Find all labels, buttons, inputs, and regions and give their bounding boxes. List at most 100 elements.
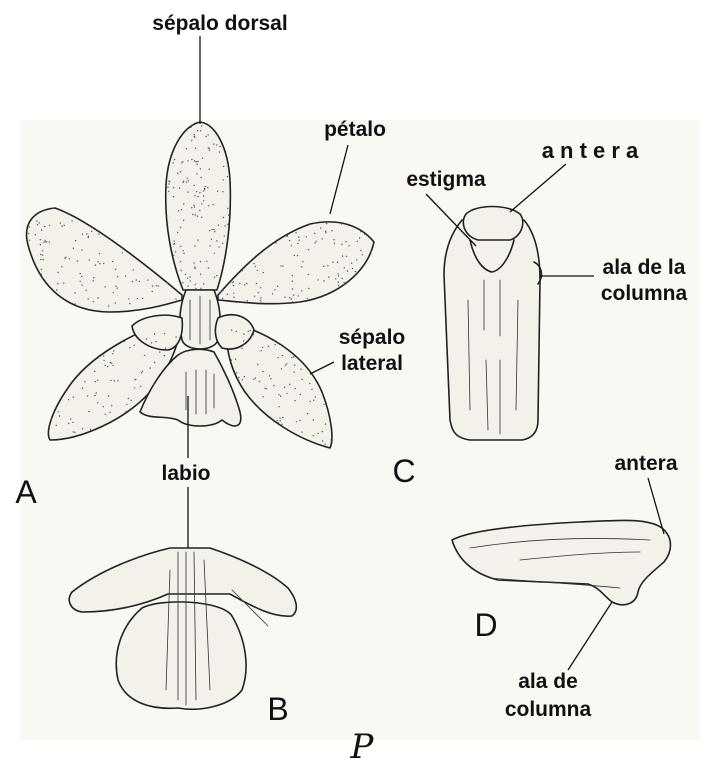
stipple-dot — [222, 298, 223, 299]
stipple-dot — [357, 241, 358, 242]
stipple-dot — [360, 250, 361, 251]
stipple-dot — [73, 431, 74, 432]
stipple-dot — [171, 157, 172, 158]
stipple-dot — [154, 362, 155, 363]
stipple-dot — [194, 160, 195, 161]
stipple-dot — [258, 292, 259, 293]
stipple-dot — [280, 395, 281, 396]
stipple-dot — [198, 196, 199, 197]
stipple-dot — [194, 195, 195, 196]
stipple-dot — [294, 364, 295, 365]
stipple-dot — [182, 161, 183, 162]
stipple-dot — [167, 282, 168, 283]
stipple-dot — [142, 371, 143, 372]
stipple-dot — [253, 263, 254, 264]
stipple-dot — [197, 239, 198, 240]
stipple-dot — [128, 298, 129, 299]
stipple-dot — [286, 393, 287, 394]
stipple-dot — [344, 282, 345, 283]
stipple-dot — [282, 355, 283, 356]
stipple-dot — [325, 232, 326, 233]
stipple-dot — [68, 399, 69, 400]
stipple-dot — [297, 255, 298, 256]
stipple-dot — [155, 341, 156, 342]
stipple-dot — [203, 195, 204, 196]
stipple-dot — [268, 346, 269, 347]
stipple-dot — [277, 286, 278, 287]
stipple-dot — [112, 261, 113, 262]
stipple-dot — [43, 241, 44, 242]
stipple-dot — [104, 286, 105, 287]
stipple-dot — [316, 241, 317, 242]
stipple-dot — [41, 229, 42, 230]
stipple-dot — [200, 261, 201, 262]
stipple-dot — [195, 284, 196, 285]
stipple-dot — [173, 196, 174, 197]
stipple-dot — [108, 305, 109, 306]
stipple-dot — [191, 159, 192, 160]
stipple-dot — [330, 439, 331, 440]
stipple-dot — [99, 263, 100, 264]
stipple-dot — [196, 191, 197, 192]
stipple-dot — [231, 330, 232, 331]
stipple-dot — [223, 179, 224, 180]
stipple-dot — [236, 331, 237, 332]
stipple-dot — [324, 444, 325, 445]
stipple-dot — [334, 243, 335, 244]
stipple-dot — [213, 143, 214, 144]
stipple-dot — [126, 404, 127, 405]
stipple-dot — [88, 236, 89, 237]
stipple-dot — [63, 282, 64, 283]
stipple-dot — [280, 420, 281, 421]
stipple-dot — [194, 245, 195, 246]
stipple-dot — [133, 269, 134, 270]
stipple-dot — [212, 204, 213, 205]
stipple-dot — [175, 336, 176, 337]
stipple-dot — [182, 282, 183, 283]
stipple-dot — [355, 271, 356, 272]
stipple-dot — [220, 291, 221, 292]
stipple-dot — [242, 379, 243, 380]
stipple-dot — [278, 422, 279, 423]
stipple-dot — [214, 231, 215, 232]
stipple-dot — [134, 387, 135, 388]
stipple-dot — [96, 392, 97, 393]
stipple-dot — [167, 222, 168, 223]
stipple-dot — [195, 268, 196, 269]
panel-letter-d: D — [474, 607, 497, 643]
stipple-dot — [284, 387, 285, 388]
stipple-dot — [296, 421, 297, 422]
stipple-dot — [180, 227, 181, 228]
label-sepalo-lateral-1: sépalo — [339, 326, 406, 349]
stipple-dot — [167, 187, 168, 188]
stipple-dot — [80, 273, 81, 274]
stipple-dot — [262, 396, 263, 397]
stipple-dot — [302, 261, 303, 262]
stipple-dot — [176, 300, 177, 301]
stipple-dot — [322, 238, 323, 239]
stipple-dot — [209, 245, 210, 246]
stipple-dot — [255, 377, 256, 378]
stipple-dot — [52, 208, 53, 209]
stipple-dot — [45, 240, 46, 241]
stipple-dot — [43, 259, 44, 260]
stipple-dot — [105, 365, 106, 366]
stipple-dot — [207, 187, 208, 188]
stipple-dot — [99, 253, 100, 254]
stipple-dot — [41, 274, 42, 275]
stipple-dot — [110, 362, 111, 363]
stipple-dot — [60, 222, 61, 223]
stipple-dot — [175, 298, 176, 299]
stipple-dot — [257, 364, 258, 365]
stipple-dot — [191, 140, 192, 141]
stipple-dot — [227, 208, 228, 209]
stipple-dot — [307, 298, 308, 299]
column-c-anther — [463, 207, 522, 241]
stipple-dot — [105, 414, 106, 415]
stipple-dot — [177, 172, 178, 173]
stipple-dot — [286, 363, 287, 364]
stipple-dot — [341, 244, 342, 245]
stipple-dot — [248, 331, 249, 332]
stipple-dot — [183, 220, 184, 221]
